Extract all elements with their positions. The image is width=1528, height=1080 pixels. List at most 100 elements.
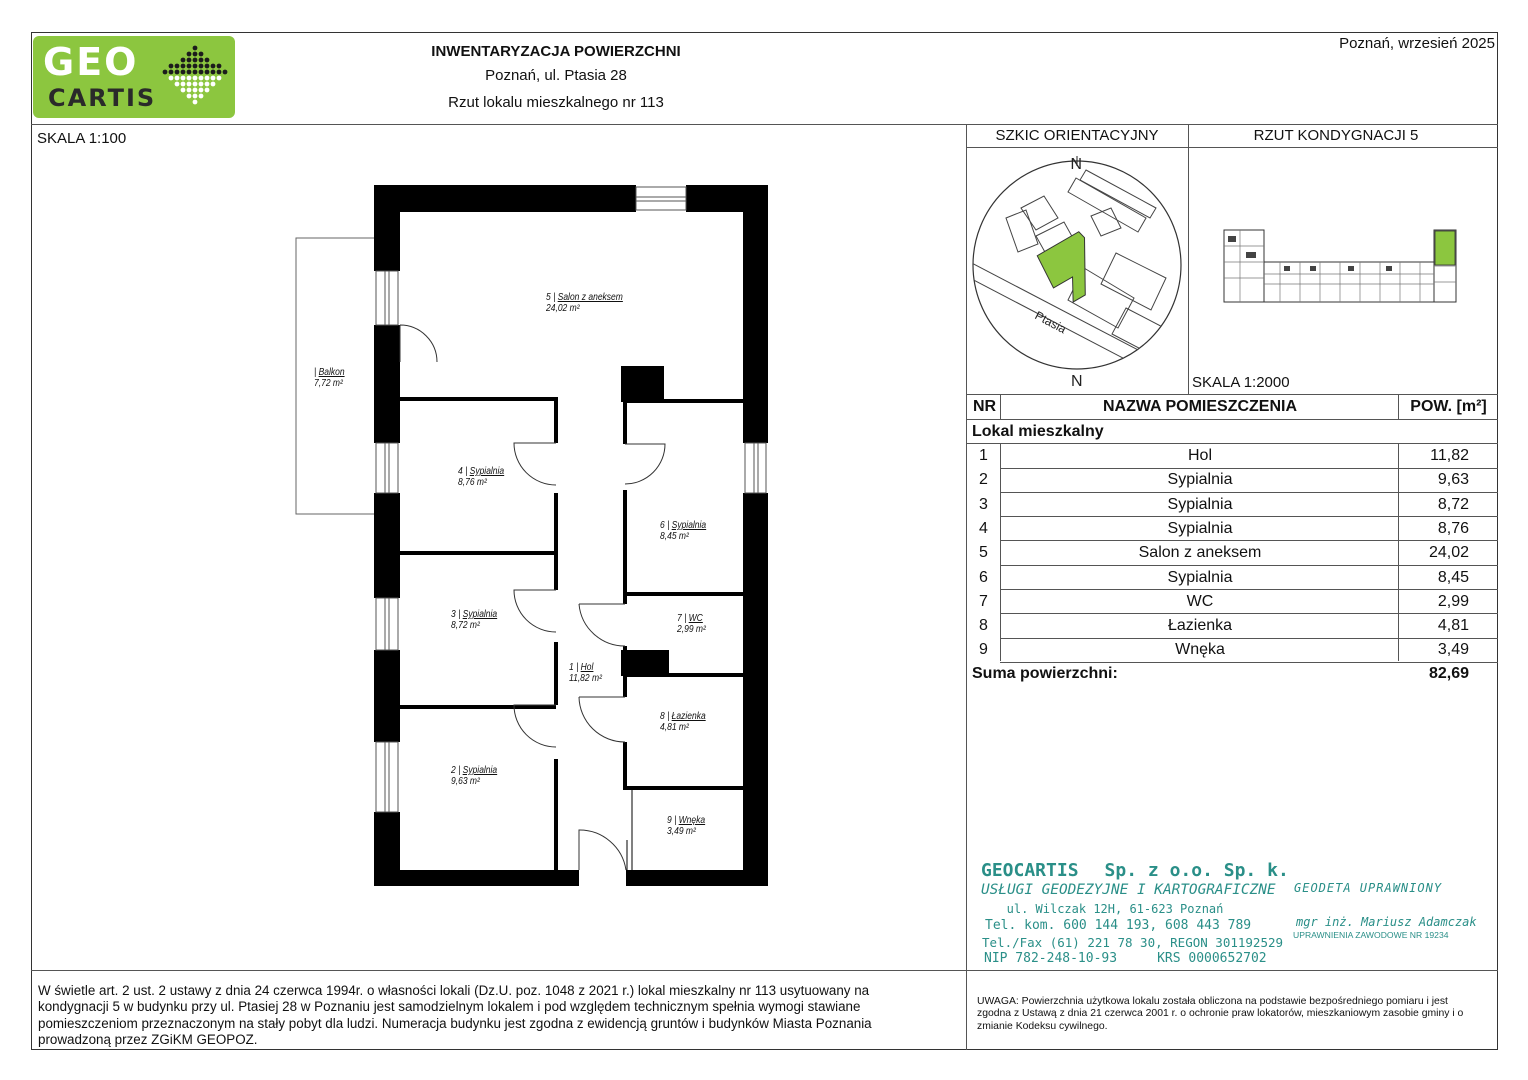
stamp-bottom-line — [966, 970, 1498, 971]
table-header-row: NR NAZWA POMIESZCZENIA POW. [m²] — [967, 395, 1498, 419]
row-area: 3,49 — [1437, 641, 1469, 659]
table-row: 5 Salon z aneksem 24,02 — [967, 541, 1498, 565]
table-col-line-4 — [1398, 443, 1399, 661]
sketch-scale: SKALA 1:2000 — [1192, 374, 1290, 391]
row-area: 9,63 — [1437, 471, 1469, 489]
row-divider — [1000, 613, 1498, 615]
orientation-sketch: Ptasia N N — [972, 154, 1182, 390]
table-group-row: Lokal mieszkalny — [967, 420, 1498, 444]
highlighted-unit — [1434, 230, 1456, 266]
row-area: 11,82 — [1430, 447, 1469, 464]
table-row: 3 Sypialnia 8,72 — [967, 493, 1498, 517]
windows — [375, 186, 767, 813]
row-nr: 4 — [979, 519, 988, 537]
row-nr: 9 — [979, 641, 988, 659]
sketch-title: SZKIC ORIENTACYJNY — [995, 127, 1159, 144]
table-col-line-1 — [1000, 394, 1001, 419]
stamp-fax: Tel./Fax (61) 221 78 30, REGON 301192529 — [982, 935, 1284, 950]
row-name: Łazienka — [1167, 617, 1233, 635]
floor-overview — [1223, 229, 1457, 303]
table-sum-row: Suma powierzchni: 82,69 — [967, 662, 1498, 686]
header-name: NAZWA POMIESZCZENIA — [1102, 398, 1298, 415]
surveyor-name: mgr inż. Mariusz Adamczak — [1296, 915, 1477, 929]
table-row: 9 Wnęka 3,49 — [967, 638, 1498, 662]
logo-text-geo: GEO — [43, 40, 139, 84]
table-row: 7 WC 2,99 — [967, 590, 1498, 614]
table-col-line-2 — [1398, 394, 1399, 419]
row-nr: 8 — [979, 617, 988, 635]
table-header-line — [966, 419, 1498, 420]
document-address: Poznań, ul. Ptasia 28 — [485, 67, 627, 84]
row-area: 2,99 — [1437, 592, 1469, 610]
row-nr: 2 — [979, 471, 988, 489]
row-divider — [1000, 637, 1498, 639]
door-swings — [399, 324, 666, 871]
row-divider — [1000, 589, 1498, 590]
row-name: Sypialnia — [1167, 471, 1233, 489]
floor-plan — [295, 185, 768, 886]
header-area: POW. [m²] — [1410, 398, 1487, 415]
row-divider — [1000, 467, 1498, 469]
row-name: Hol — [1187, 447, 1212, 464]
table-row: 1 Hol 11,82 — [967, 444, 1498, 468]
footer-divider — [31, 970, 967, 971]
sum-label: Suma powierzchni: — [972, 665, 1118, 682]
north-top-marker: N — [1070, 154, 1082, 171]
stamp-address: ul. Wilczak 12H, 61-623 Poznań — [1006, 902, 1224, 916]
header-nr: NR — [973, 398, 997, 415]
place-date: Poznań, wrzesień 2025 — [1339, 35, 1495, 52]
row-name: Sypialnia — [1167, 495, 1233, 513]
table-col-line-3 — [1000, 443, 1001, 661]
group-label: Lokal mieszkalny — [972, 423, 1104, 440]
row-area: 24,02 — [1428, 544, 1469, 562]
document-title: INWENTARYZACJA POWIERZCHNI — [431, 43, 681, 60]
north-marker: N — [1071, 373, 1083, 390]
row-name: Wnęka — [1175, 641, 1225, 659]
row-nr: 7 — [979, 592, 988, 610]
row-divider — [1000, 491, 1498, 493]
table-row: 2 Sypialnia 9,63 — [967, 468, 1498, 492]
outer-walls — [374, 185, 768, 886]
row-nr: 1 — [979, 447, 988, 464]
row-divider — [1000, 564, 1498, 566]
stamp-services: USŁUGI GEODEZYJNE I KARTOGRAFICZNE — [981, 882, 1276, 898]
row-divider — [1000, 516, 1498, 518]
row-divider — [1000, 661, 1498, 663]
floor-plan-title: RZUT KONDYGNACJI 5 — [1253, 127, 1419, 144]
row-name: Salon z aneksem — [1138, 544, 1262, 562]
surveyor-title: GEODETA UPRAWNIONY — [1294, 881, 1443, 895]
document-subtitle: Rzut lokalu mieszkalnego nr 113 — [448, 94, 664, 111]
interior-walls — [400, 397, 745, 872]
row-area: 4,81 — [1437, 617, 1469, 635]
row-nr: 3 — [979, 495, 988, 513]
row-area: 8,45 — [1437, 568, 1469, 586]
sketch-split-line — [1188, 124, 1189, 394]
logo-dots-icon — [162, 45, 228, 105]
row-nr: 5 — [979, 544, 988, 562]
table-group-line — [966, 443, 1498, 444]
header-divider — [31, 124, 1498, 125]
row-area: 8,76 — [1437, 519, 1469, 537]
logo-text-cartis: CARTIS — [48, 84, 157, 112]
highlighted-building — [1036, 231, 1086, 303]
area-note: UWAGA: Powierzchnia użytkowa lokalu zost… — [977, 996, 1464, 1032]
row-divider — [1000, 540, 1498, 542]
sketch-header-line — [966, 147, 1498, 148]
row-name: WC — [1186, 592, 1214, 610]
stamp-phones: Tel. kom. 600 144 193, 608 443 789 — [985, 918, 1252, 933]
row-area: 8,72 — [1437, 495, 1469, 513]
right-panel-divider — [966, 124, 967, 1050]
table-top-line — [966, 394, 1498, 395]
sum-value: 82,69 — [1428, 665, 1469, 682]
legal-statement: W świetle art. 2 ust. 2 ustawy z dnia 24… — [38, 983, 872, 1047]
